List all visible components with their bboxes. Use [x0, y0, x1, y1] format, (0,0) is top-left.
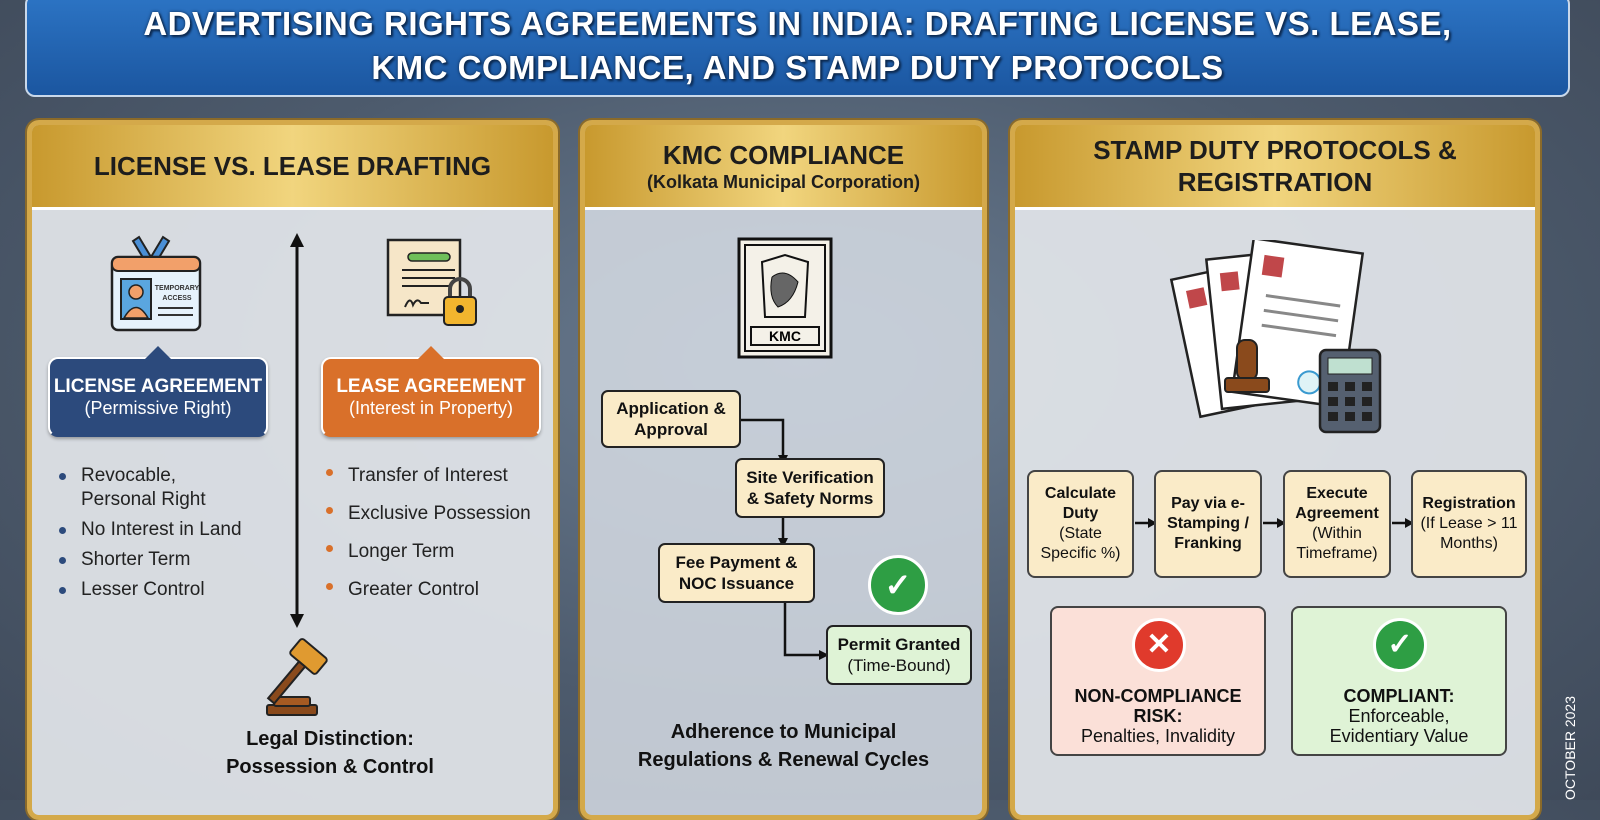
- lease-subtitle: (Interest in Property): [348, 397, 514, 418]
- step-calculate-duty: Calculate Duty(State Specific %): [1027, 470, 1134, 578]
- lease-feature: Transfer of Interest: [324, 457, 531, 495]
- lease-features: Transfer of Interest Exclusive Possessio…: [324, 457, 531, 609]
- kmc-header: KMC COMPLIANCE: [662, 140, 905, 170]
- badge-text-2: ACCESS: [162, 295, 192, 302]
- double-arrow: [290, 233, 304, 628]
- step-pay-e-stamping: Pay via e-Stamping / Franking: [1154, 470, 1262, 578]
- step-title: Pay via e-Stamping / Franking: [1167, 495, 1249, 552]
- step-text: NOC Issuance: [678, 574, 795, 593]
- title-banner: ADVERTISING RIGHTS AGREEMENTS IN INDIA: …: [25, 0, 1570, 97]
- x-icon: ✕: [1132, 618, 1186, 672]
- compliant: ✓ COMPLIANT: Enforceable, Evidentiary Va…: [1291, 606, 1507, 756]
- badge-text-1: TEMPORARY: [155, 285, 200, 292]
- permit-granted: Permit Granted (Time-Bound): [826, 625, 972, 685]
- kmc-footer-line-2: Regulations & Renewal Cycles: [637, 749, 930, 771]
- lease-feature: Longer Term: [324, 533, 531, 571]
- permit-subtitle: (Time-Bound): [847, 656, 951, 675]
- step-title: Calculate Duty: [1044, 485, 1117, 522]
- license-feature-cont: Personal Right: [81, 489, 206, 510]
- lease-feature: Greater Control: [324, 571, 531, 609]
- lease-feature: Exclusive Possession: [324, 495, 531, 533]
- kmc-panel: KMC COMPLIANCE (Kolkata Municipal Corpor…: [580, 120, 987, 820]
- non-compliance-risk: ✕ NON-COMPLIANCE RISK: Penalties, Invali…: [1050, 606, 1266, 756]
- step-registration: Registration (If Lease > 11 Months): [1411, 470, 1527, 578]
- risk-title: NON-COMPLIANCE RISK:: [1074, 686, 1242, 726]
- check-icon: ✓: [868, 555, 928, 615]
- step-text: Application &: [616, 399, 726, 418]
- gavel-icon: [266, 638, 328, 716]
- kmc-emblem-icon: KMC: [737, 237, 833, 359]
- flow-step-fee-payment: Fee Payment & NOC Issuance: [658, 543, 815, 603]
- license-feature: Lesser Control: [57, 575, 242, 605]
- license-feature: Shorter Term: [57, 545, 242, 575]
- legal-distinction: Legal Distinction: Possession & Control: [32, 725, 553, 781]
- kmc-footer-line-1: Adherence to Municipal: [670, 721, 897, 743]
- step-title: Registration: [1422, 495, 1516, 512]
- stamp-header-line-1: STAMP DUTY PROTOCOLS &: [1093, 135, 1457, 165]
- title-line-2: KMC COMPLIANCE, AND STAMP DUTY PROTOCOLS: [371, 48, 1224, 86]
- emblem-text: KMC: [769, 328, 801, 344]
- step-text: & Safety Norms: [746, 489, 874, 508]
- step-title: Execute Agreement: [1295, 485, 1379, 522]
- lease-title: LEASE AGREEMENT: [336, 375, 526, 397]
- step-text: Site Verification: [746, 468, 874, 487]
- license-agreement-label: LICENSE AGREEMENT (Permissive Right): [48, 346, 268, 437]
- risk-detail: Penalties, Invalidity: [1080, 726, 1236, 746]
- id-badge-icon: TEMPORARY ACCESS: [110, 235, 202, 332]
- compliant-detail: Enforceable, Evidentiary Value: [1329, 706, 1469, 746]
- license-features: Revocable, Personal Right No Interest in…: [57, 461, 242, 605]
- step-arrows: [1135, 518, 1414, 528]
- license-subtitle: (Permissive Right): [84, 397, 232, 418]
- permit-title: Permit Granted: [837, 635, 961, 654]
- kmc-subheader: (Kolkata Municipal Corporation): [646, 172, 920, 192]
- flow-step-application: Application & Approval: [601, 390, 741, 448]
- license-feature: Revocable,: [57, 461, 242, 491]
- lease-document-lock-icon: [386, 238, 477, 326]
- stamp-duty-panel: STAMP DUTY PROTOCOLS & REGISTRATION Calc…: [1010, 120, 1540, 820]
- check-icon: ✓: [1373, 618, 1427, 672]
- step-execute-agreement: Execute Agreement(Within Timeframe): [1283, 470, 1391, 578]
- step-text: Fee Payment &: [675, 553, 798, 572]
- step-detail: (If Lease > 11 Months): [1420, 515, 1518, 552]
- legal-distinction-line-1: Legal Distinction:: [246, 728, 414, 750]
- documents-stamp-calculator-icon: [1169, 240, 1382, 434]
- date-stamp: OCTOBER 2023: [1562, 695, 1578, 800]
- lease-agreement-label: LEASE AGREEMENT (Interest in Property): [321, 346, 541, 437]
- stamp-header-line-2: REGISTRATION: [1177, 167, 1373, 197]
- step-detail: (State Specific %): [1040, 525, 1121, 562]
- title-line-1: ADVERTISING RIGHTS AGREEMENTS IN INDIA: …: [143, 4, 1452, 42]
- legal-distinction-line-2: Possession & Control: [226, 756, 434, 778]
- license-feature: No Interest in Land: [57, 515, 242, 545]
- license-title: LICENSE AGREEMENT: [53, 375, 263, 397]
- flow-step-site-verification: Site Verification & Safety Norms: [735, 458, 885, 518]
- compliant-title: COMPLIANT:: [1343, 686, 1455, 706]
- panel-header: STAMP DUTY PROTOCOLS & REGISTRATION: [1015, 125, 1535, 210]
- step-detail: (Within Timeframe): [1296, 525, 1378, 562]
- panel-header: KMC COMPLIANCE (Kolkata Municipal Corpor…: [585, 125, 982, 210]
- kmc-footer: Adherence to Municipal Regulations & Ren…: [585, 718, 982, 774]
- step-text: Approval: [634, 420, 708, 439]
- license-lease-panel: LICENSE VS. LEASE DRAFTING TEMPORARY ACC…: [27, 120, 558, 820]
- panel-header: LICENSE VS. LEASE DRAFTING: [32, 125, 553, 210]
